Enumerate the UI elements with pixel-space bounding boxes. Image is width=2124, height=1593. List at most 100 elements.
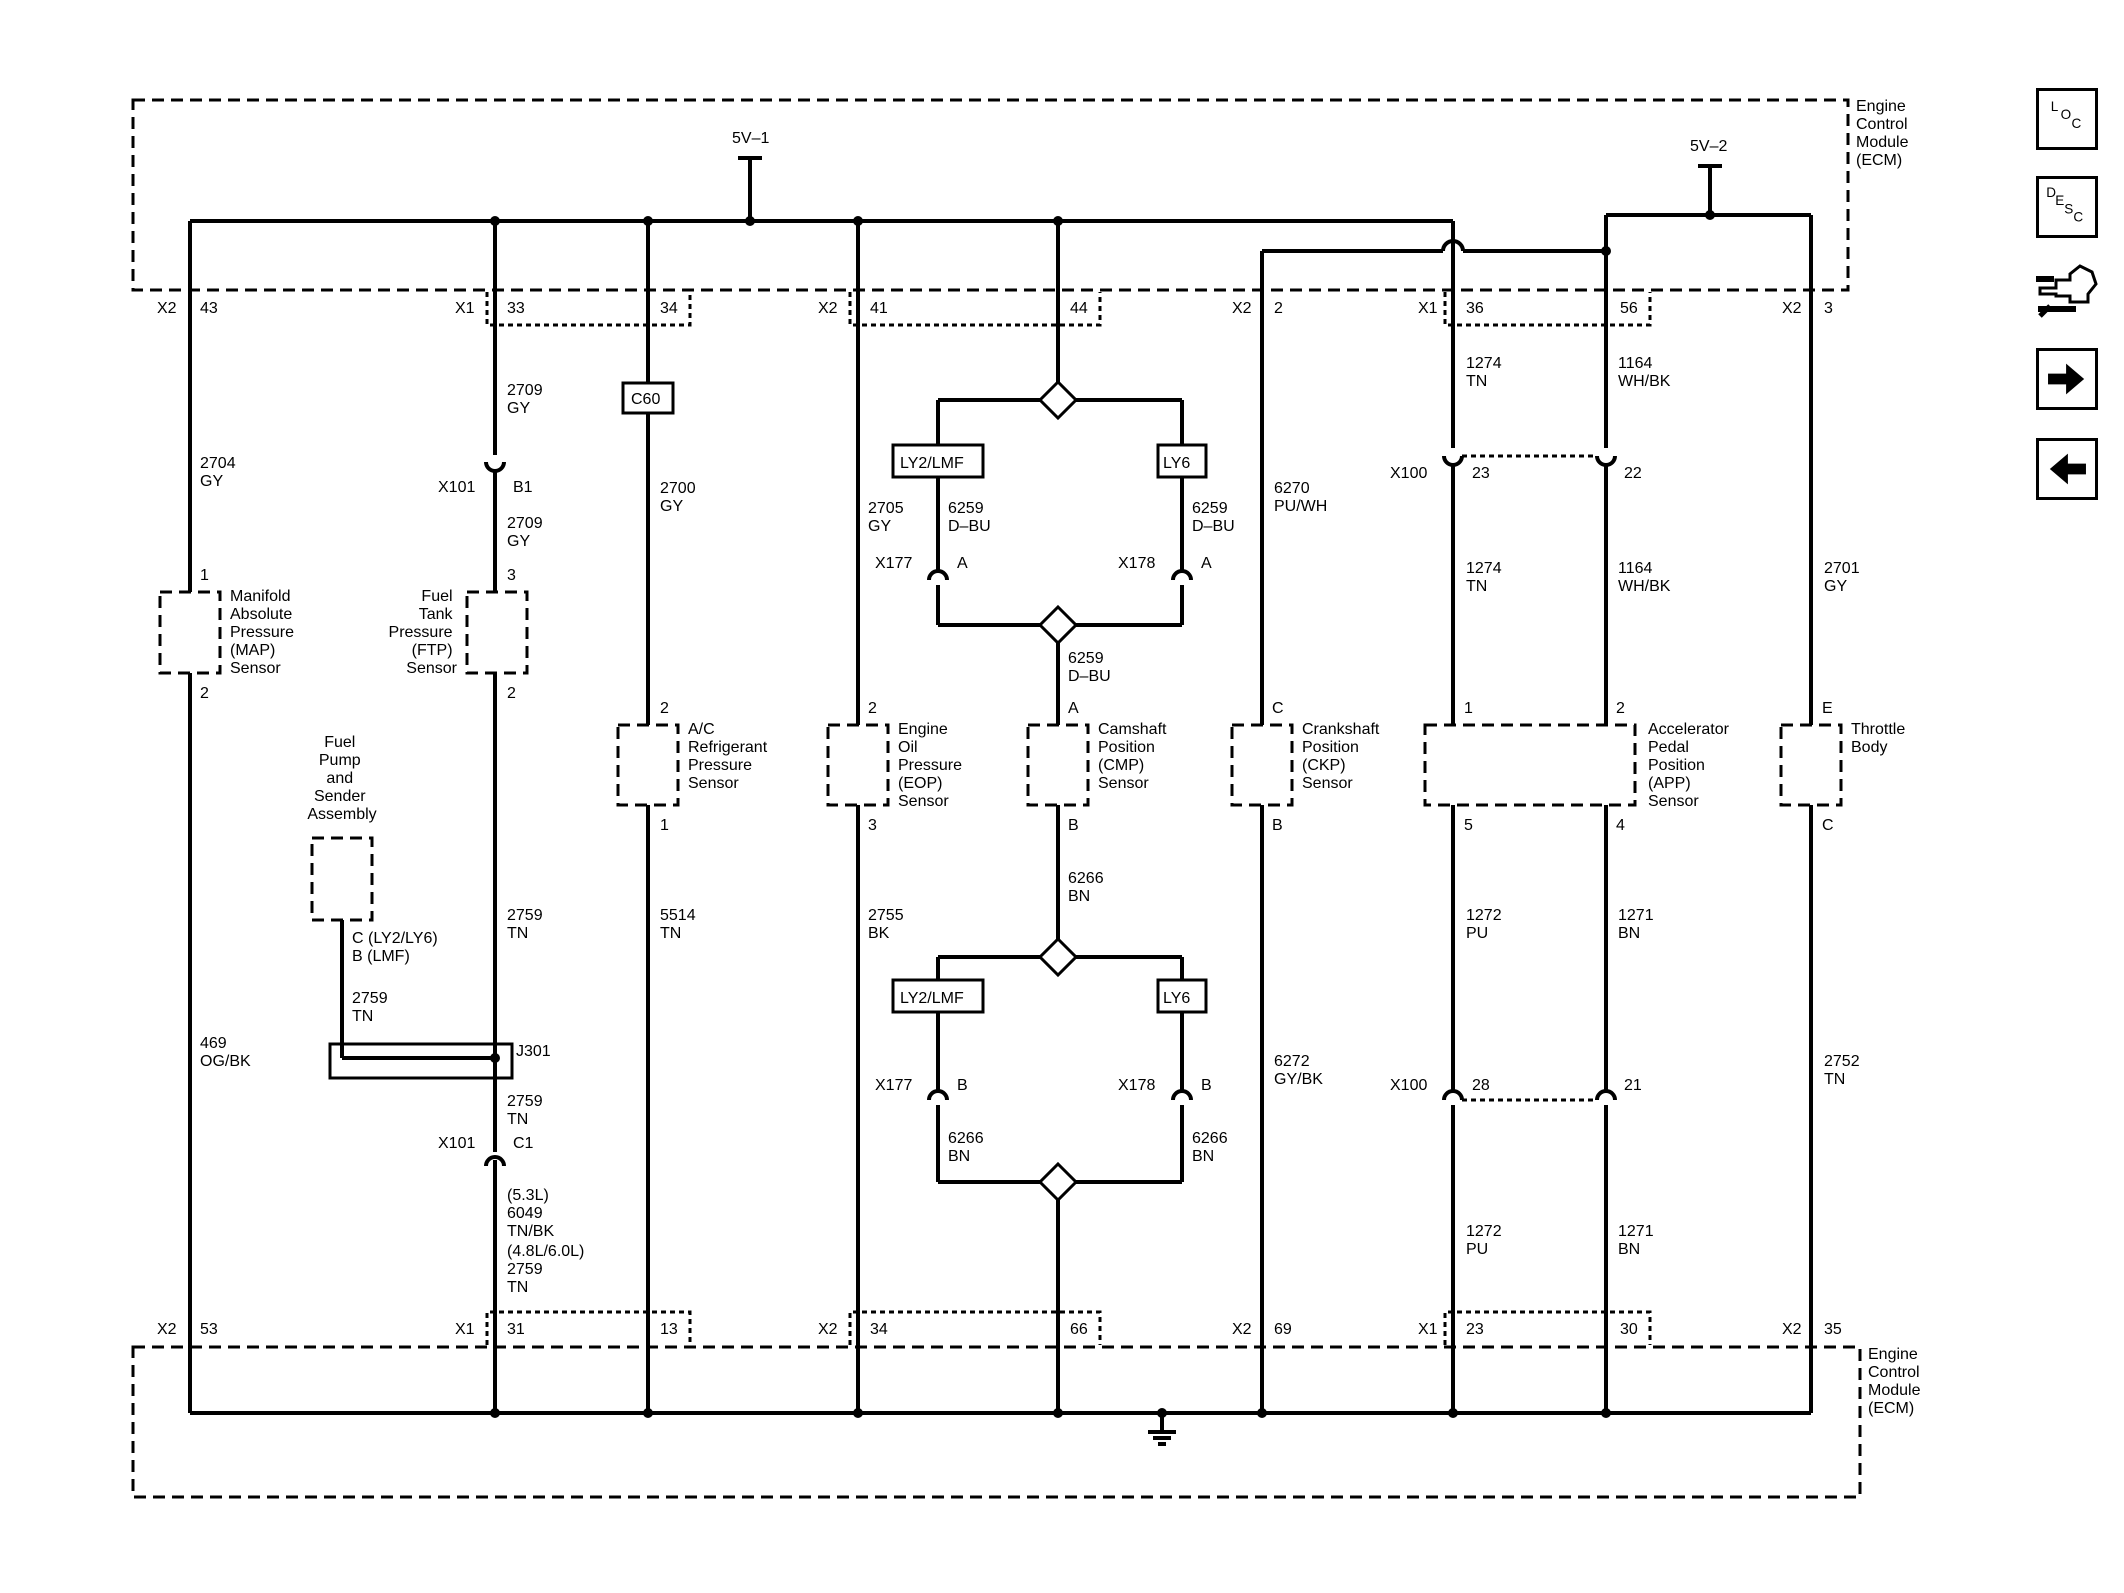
arrow-left-icon	[2049, 453, 2086, 485]
svg-text:23: 23	[1472, 465, 1490, 482]
svg-text:X178: X178	[1118, 555, 1155, 572]
location-button-icon: L O C	[2051, 99, 2082, 131]
svg-text:2: 2	[200, 685, 209, 702]
svg-text:C: C	[2073, 209, 2083, 224]
ftp-sensor-label: Fuel Tank Pressure (FTP) Sensor	[389, 588, 458, 677]
svg-text:2: 2	[660, 700, 669, 717]
svg-text:B: B	[957, 1077, 968, 1094]
next-page-button[interactable]	[2036, 348, 2098, 410]
svg-text:LY6: LY6	[1163, 455, 1190, 472]
previous-page-button[interactable]	[2036, 438, 2098, 500]
svg-text:X177: X177	[875, 1077, 912, 1094]
svg-text:B: B	[1201, 1077, 1212, 1094]
svg-text:5V–2: 5V–2	[1690, 138, 1727, 155]
svg-text:X101: X101	[438, 1135, 475, 1152]
svg-text:3: 3	[868, 817, 877, 834]
arrow-right-icon	[2048, 363, 2085, 395]
throttle-body-label: Throttle Body	[1851, 721, 1910, 756]
svg-text:E: E	[1822, 700, 1833, 717]
description-button[interactable]: D E S C	[2036, 176, 2098, 238]
svg-text:D: D	[2046, 185, 2056, 200]
svg-text:E: E	[2055, 193, 2064, 208]
ecm-label-bottom: Engine Control Module (ECM)	[1868, 1346, 1925, 1417]
ref-5v1: 5V–1	[732, 130, 769, 226]
ckp-sensor-label: Crankshaft Position (CKP) Sensor	[1302, 721, 1384, 792]
ecm-top-boundary	[131, 98, 1850, 292]
svg-text:C1: C1	[513, 1135, 534, 1152]
location-button[interactable]: L O C	[2036, 88, 2098, 150]
ground-bus	[190, 1408, 1811, 1418]
svg-text:2: 2	[868, 700, 877, 717]
svg-text:X101: X101	[438, 479, 475, 496]
svg-text:O: O	[2061, 107, 2072, 122]
svg-text:J301: J301	[516, 1043, 551, 1060]
svg-text:X100: X100	[1390, 465, 1427, 482]
svg-text:5: 5	[1464, 817, 1473, 834]
connector-view-button[interactable]	[2036, 258, 2098, 328]
svg-text:C60: C60	[631, 391, 660, 408]
ac-sensor-label: A/C Refrigerant Pressure Sensor	[688, 721, 772, 792]
ref-5v2: 5V–2	[1690, 138, 1727, 220]
cmp-sensor-label: Camshaft Position (CMP) Sensor	[1098, 721, 1171, 792]
description-button-icon: D E S C	[2046, 185, 2083, 224]
svg-text:LY2/LMF: LY2/LMF	[900, 455, 964, 472]
svg-text:A: A	[957, 555, 968, 572]
svg-text:X100: X100	[1390, 1077, 1427, 1094]
svg-text:A: A	[1068, 700, 1079, 717]
ecm-bottom-boundary	[131, 1345, 1862, 1499]
ground-icon	[1148, 1408, 1176, 1446]
app-sensor-label: Accelerator Pedal Position (APP) Sensor	[1648, 721, 1733, 810]
svg-text:4: 4	[1616, 817, 1625, 834]
svg-text:1: 1	[200, 567, 209, 584]
svg-text:S: S	[2064, 201, 2073, 216]
ckp-internal-wire	[1260, 239, 1611, 290]
svg-text:2: 2	[1616, 700, 1625, 717]
svg-text:B1: B1	[513, 479, 533, 496]
map-sensor-label: Manifold Absolute Pressure (MAP) Sensor	[230, 588, 298, 677]
svg-text:X178: X178	[1118, 1077, 1155, 1094]
ecm-label-top: Engine Control Module (ECM)	[1856, 98, 1913, 169]
svg-text:1: 1	[1464, 700, 1473, 717]
svg-text:A: A	[1201, 555, 1212, 572]
svg-text:1: 1	[660, 817, 669, 834]
svg-text:28: 28	[1472, 1077, 1490, 1094]
svg-text:3: 3	[507, 567, 516, 584]
svg-text:C: C	[1822, 817, 1834, 834]
svg-text:(5.3L) 6049 TN/BK: (5.3L) 6049 TN/BK (4.8L/6.0L) 2759 TN	[507, 1187, 589, 1296]
svg-text:2: 2	[507, 685, 516, 702]
bus-5v2	[1604, 213, 1813, 290]
bus-5v1	[190, 216, 1455, 242]
fuel-pump-label: Fuel Pump and Sender Assembly	[307, 734, 376, 823]
svg-text:LY2/LMF: LY2/LMF	[900, 990, 964, 1007]
